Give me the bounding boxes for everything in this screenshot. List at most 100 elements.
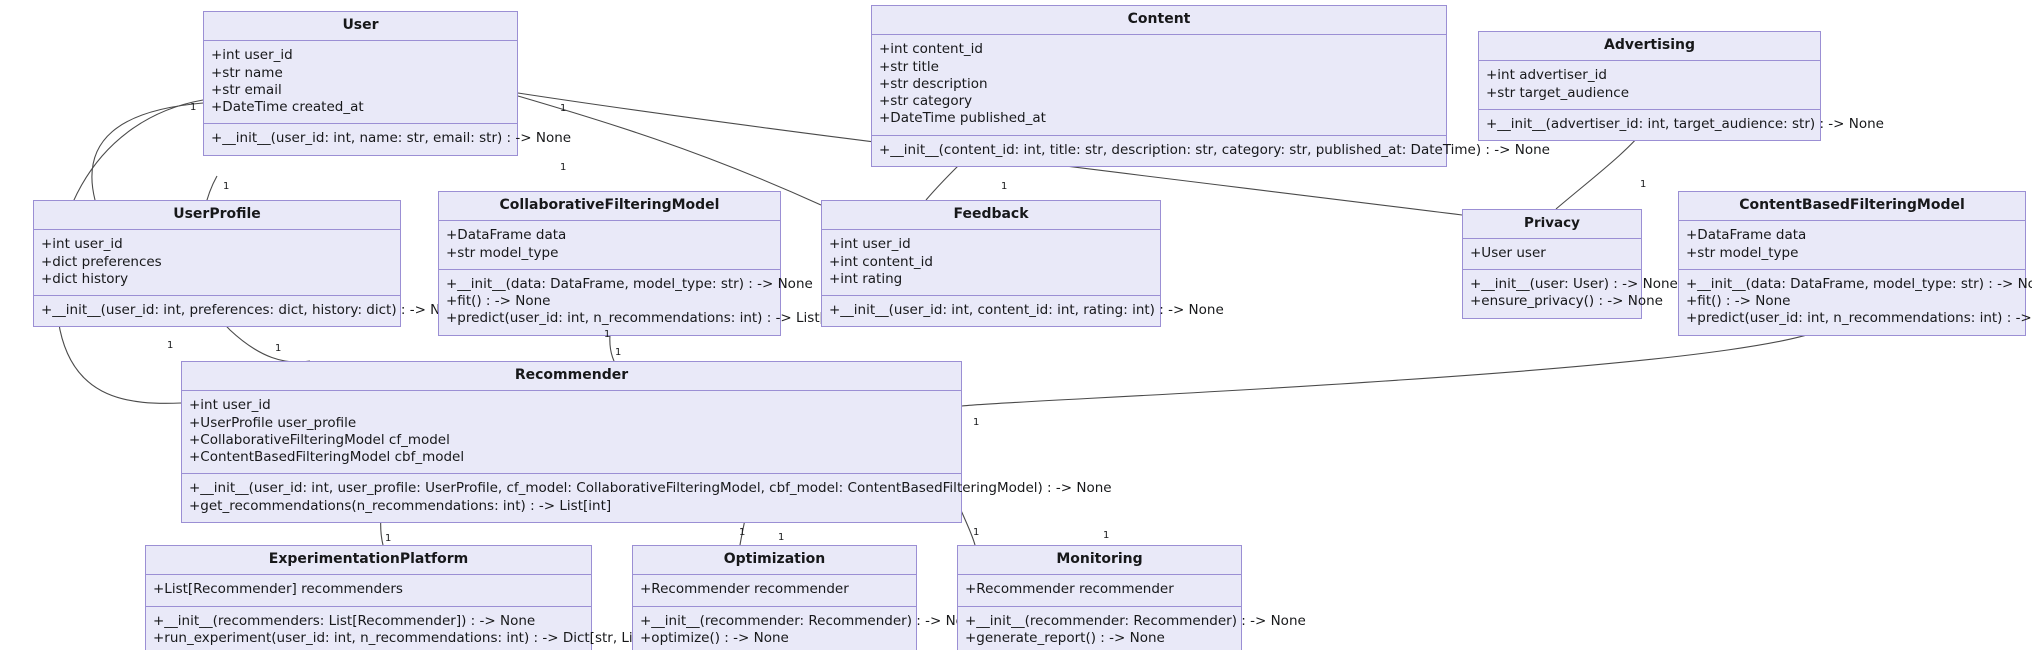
class-attributes: +int advertiser_id +str target_audience <box>1479 61 1820 110</box>
class-title: CollaborativeFilteringModel <box>439 192 780 222</box>
uml-class-collaborativefilteringmodel[interactable]: CollaborativeFilteringModel +DataFrame d… <box>438 191 848 336</box>
attribute-row: +DateTime published_at <box>879 110 1046 127</box>
edge-user-userprofile <box>91 102 204 201</box>
multiplicity-label: 1 <box>560 103 567 114</box>
method-row: +predict(user_id: int, n_recommendations… <box>1686 310 2032 327</box>
class-title: ContentBasedFilteringModel <box>1679 192 2025 222</box>
uml-class-privacy[interactable]: Privacy +User user +__init__(user: User)… <box>1462 209 1678 319</box>
multiplicity-label: 1 <box>973 417 980 428</box>
multiplicity-label: 1 <box>973 527 980 538</box>
multiplicity-label: 1 <box>1640 179 1647 190</box>
class-methods: +__init__(user_id: int, name: str, email… <box>204 124 572 154</box>
multiplicity-label: 1 <box>167 340 174 351</box>
method-row: +__init__(user_id: int, name: str, email… <box>211 130 572 147</box>
uml-class-recommender[interactable]: Recommender +int user_id +UserProfile us… <box>181 361 1112 523</box>
class-title: Advertising <box>1479 32 1820 62</box>
class-methods: +__init__(content_id: int, title: str, d… <box>872 136 1550 166</box>
attribute-row: +int user_id <box>211 47 293 64</box>
class-title: Content <box>872 6 1446 36</box>
method-row: +__init__(user_id: int, content_id: int,… <box>829 302 1224 319</box>
method-row: +__init__(recommenders: List[Recommender… <box>153 612 536 629</box>
class-title: User <box>204 12 517 42</box>
class-methods: +__init__(advertiser_id: int, target_aud… <box>1479 110 1884 140</box>
attribute-row: +str name <box>211 64 283 81</box>
class-attributes: +int user_id +UserProfile user_profile +… <box>182 391 961 475</box>
attribute-row: +DateTime created_at <box>211 99 364 116</box>
attribute-row: +User user <box>1470 244 1546 261</box>
class-title: Recommender <box>182 362 961 392</box>
method-row: +__init__(user_id: int, user_profile: Us… <box>189 480 1112 497</box>
class-title: Optimization <box>633 546 916 576</box>
attribute-row: +int content_id <box>829 253 933 270</box>
class-attributes: +Recommender recommender <box>633 575 916 607</box>
class-attributes: +List[Recommender] recommenders <box>146 575 591 607</box>
multiplicity-label: 1 <box>615 347 622 358</box>
multiplicity-label: 1 <box>190 102 197 113</box>
class-methods: +__init__(recommender: Recommender) : ->… <box>958 607 1306 650</box>
attribute-row: +dict preferences <box>41 253 162 270</box>
multiplicity-label: 1 <box>275 343 282 354</box>
method-row: +generate_report() : -> None <box>965 629 1165 646</box>
attribute-row: +DataFrame data <box>446 227 567 244</box>
attribute-row: +str model_type <box>446 244 559 261</box>
method-row: +optimize() : -> None <box>640 629 789 646</box>
method-row: +__init__(data: DataFrame, model_type: s… <box>1686 275 2032 292</box>
class-attributes: +int content_id +str title +str descript… <box>872 35 1446 136</box>
attribute-row: +int advertiser_id <box>1486 67 1607 84</box>
method-row: +__init__(user_id: int, preferences: dic… <box>41 302 466 319</box>
uml-class-optimization[interactable]: Optimization +Recommender recommender +_… <box>632 545 981 650</box>
uml-class-experimentationplatform[interactable]: ExperimentationPlatform +List[Recommende… <box>145 545 679 650</box>
class-methods: +__init__(data: DataFrame, model_type: s… <box>1679 270 2032 335</box>
uml-class-contentbasedfilteringmodel[interactable]: ContentBasedFilteringModel +DataFrame da… <box>1678 191 2032 336</box>
attribute-row: +str email <box>211 81 282 98</box>
uml-class-user[interactable]: User +int user_id +str name +str email +… <box>203 11 572 156</box>
attribute-row: +int rating <box>829 270 903 287</box>
attribute-row: +int user_id <box>829 236 911 253</box>
uml-class-userprofile[interactable]: UserProfile +int user_id +dict preferenc… <box>33 200 466 328</box>
method-row: +__init__(recommender: Recommender) : ->… <box>965 612 1306 629</box>
class-attributes: +int user_id +str name +str email +DateT… <box>204 41 517 125</box>
method-row: +fit() : -> None <box>446 293 551 310</box>
method-row: +run_experiment(user_id: int, n_recommen… <box>153 629 679 646</box>
attribute-row: +ContentBasedFilteringModel cbf_model <box>189 449 465 466</box>
attribute-row: +int user_id <box>41 236 123 253</box>
uml-class-feedback[interactable]: Feedback +int user_id +int content_id +i… <box>821 200 1224 328</box>
attribute-row: +str category <box>879 93 973 110</box>
attribute-row: +str title <box>879 58 939 75</box>
method-row: +__init__(content_id: int, title: str, d… <box>879 141 1550 158</box>
class-methods: +__init__(user_id: int, user_profile: Us… <box>182 474 1112 522</box>
attribute-row: +dict history <box>41 270 129 287</box>
uml-class-advertising[interactable]: Advertising +int advertiser_id +str targ… <box>1478 31 1884 142</box>
attribute-row: +Recommender recommender <box>640 581 849 598</box>
method-row: +__init__(recommender: Recommender) : ->… <box>640 612 981 629</box>
attribute-row: +DataFrame data <box>1686 227 1807 244</box>
class-attributes: +User user <box>1463 239 1641 271</box>
class-title: Monitoring <box>958 546 1241 576</box>
uml-class-content[interactable]: Content +int content_id +str title +str … <box>871 5 1550 167</box>
class-title: Feedback <box>822 201 1160 231</box>
class-attributes: +int user_id +int content_id +int rating <box>822 230 1160 297</box>
attribute-row: +CollaborativeFilteringModel cf_model <box>189 431 450 448</box>
multiplicity-label: 1 <box>739 527 746 538</box>
class-methods: +__init__(user: User) : -> None +ensure_… <box>1463 270 1678 318</box>
attribute-row: +str description <box>879 75 988 92</box>
attribute-row: +int content_id <box>879 41 983 58</box>
class-methods: +__init__(user_id: int, content_id: int,… <box>822 296 1224 326</box>
method-row: +get_recommendations(n_recommendations: … <box>189 497 612 514</box>
class-methods: +__init__(user_id: int, preferences: dic… <box>34 296 466 326</box>
multiplicity-label: 1 <box>778 532 785 543</box>
attribute-row: +str model_type <box>1686 244 1799 261</box>
multiplicity-label: 1 <box>604 329 611 340</box>
method-row: +fit() : -> None <box>1686 293 1791 310</box>
class-methods: +__init__(recommenders: List[Recommender… <box>146 607 679 650</box>
method-row: +__init__(data: DataFrame, model_type: s… <box>446 275 813 292</box>
method-row: +predict(user_id: int, n_recommendations… <box>446 310 848 327</box>
method-row: +ensure_privacy() : -> None <box>1470 293 1663 310</box>
class-title: UserProfile <box>34 201 400 231</box>
uml-class-monitoring[interactable]: Monitoring +Recommender recommender +__i… <box>957 545 1306 650</box>
attribute-row: +int user_id <box>189 397 271 414</box>
attribute-row: +Recommender recommender <box>965 581 1174 598</box>
class-title: ExperimentationPlatform <box>146 546 591 576</box>
class-methods: +__init__(recommender: Recommender) : ->… <box>633 607 981 650</box>
